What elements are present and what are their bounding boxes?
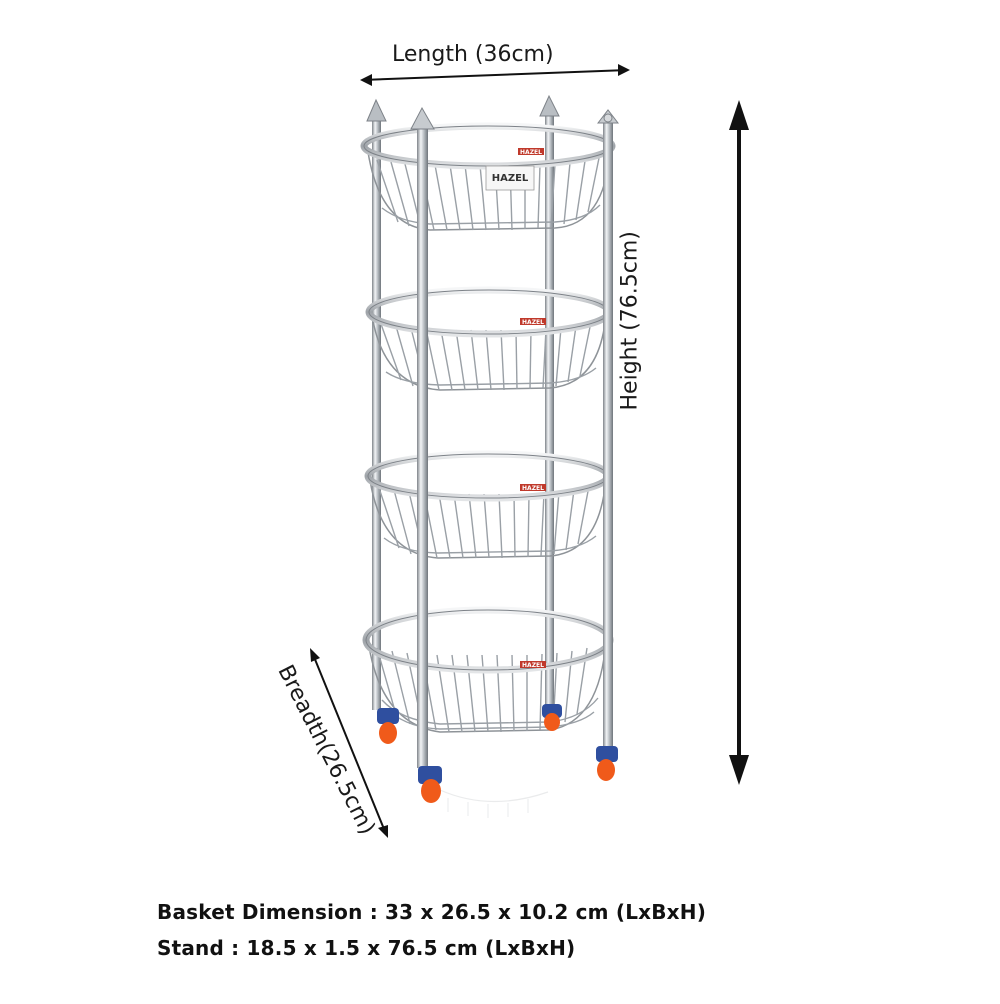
svg-text:HAZEL: HAZEL xyxy=(522,662,544,669)
svg-text:HAZEL: HAZEL xyxy=(520,149,542,156)
basket-tier-4: HAZEL xyxy=(362,606,614,733)
stand-dimension-text: Stand : 18.5 x 1.5 x 76.5 cm (LxBxH) xyxy=(157,936,576,960)
svg-text:HAZEL: HAZEL xyxy=(492,173,529,184)
brand-label xyxy=(485,165,535,191)
length-label: Length (36cm) xyxy=(392,42,554,67)
floor-reflection xyxy=(439,789,549,818)
height-arrow xyxy=(729,100,749,785)
caster-wheel-back-left xyxy=(377,708,399,744)
caster-wheel-front-left xyxy=(418,766,442,803)
basket-tier-1: HAZEL HAZEL xyxy=(360,122,616,231)
back-poles xyxy=(366,94,560,720)
height-label: Height (76.5cm) xyxy=(617,231,643,411)
basket-dimension-text: Basket Dimension : 33 x 26.5 x 10.2 cm (… xyxy=(157,900,707,924)
length-arrow xyxy=(360,64,630,86)
caster-wheel-front-right xyxy=(596,746,618,781)
caster-wheel-back-right xyxy=(542,704,562,731)
svg-text:HAZEL: HAZEL xyxy=(522,485,544,492)
basket-tier-3: HAZEL xyxy=(364,450,612,559)
basket-tier-2: HAZEL xyxy=(365,286,613,391)
breadth-arrow xyxy=(310,648,388,838)
svg-text:HAZEL: HAZEL xyxy=(522,319,544,326)
front-poles xyxy=(410,106,620,768)
